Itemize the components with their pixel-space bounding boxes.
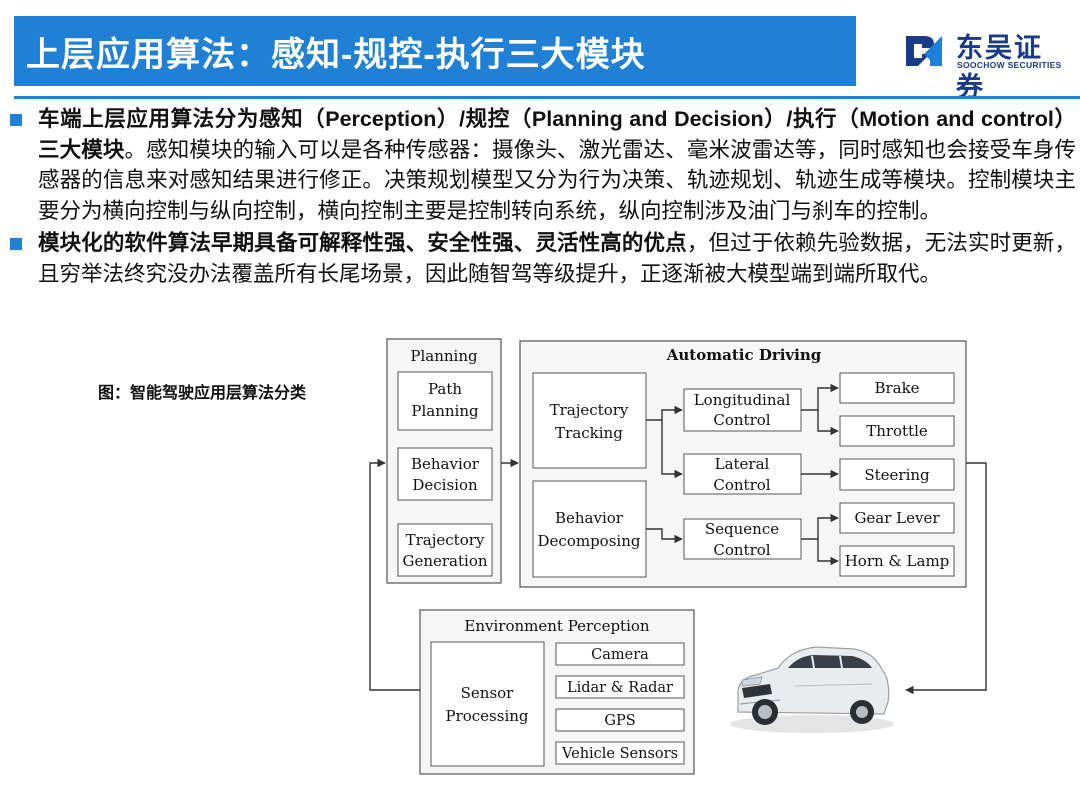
gps-box <box>555 708 685 732</box>
horn-lamp-label: Horn & Lamp <box>845 552 950 570</box>
gps-label: GPS <box>604 713 635 729</box>
trajectory-generation-box <box>397 523 493 577</box>
brand-name-en: SOOCHOW SECURITIES <box>957 60 1062 70</box>
sequence-control-box <box>683 518 802 560</box>
path-planning-label: Planning <box>411 402 479 420</box>
trajectory-generation-label: Trajectory <box>406 531 485 549</box>
brake-label: Brake <box>874 379 919 397</box>
vehicle-sensors-box <box>555 741 685 765</box>
environment-perception-panel <box>419 609 695 775</box>
suv-car-icon <box>730 646 894 733</box>
planning-panel <box>386 338 502 584</box>
camera-label: Camera <box>591 647 649 663</box>
trajectory-generation-label: Generation <box>402 552 487 570</box>
automatic-driving-title: Automatic Driving <box>666 346 822 364</box>
longitudinal-control-label: Longitudinal <box>694 391 791 409</box>
bullet-bold-text: 模块化的软件算法早期具备可解释性强、安全性强、灵活性高的优点 <box>38 231 687 255</box>
bullet-list: 车端上层应用算法分为感知（Perception）/规控（Planning and… <box>8 104 1076 289</box>
sensor-processing-box <box>430 641 545 767</box>
lateral-control-label: Lateral <box>715 455 770 473</box>
steering-box <box>839 458 955 491</box>
trajectory-tracking-label: Tracking <box>555 424 623 442</box>
page-title: 上层应用算法：感知-规控-执行三大模块 <box>26 35 646 74</box>
control-connectors <box>646 383 839 566</box>
bullet-bold-text: 车端上层应用算法分为感知（Perception）/规控（Planning and… <box>38 107 1076 162</box>
sensor-processing-label: Sensor <box>461 684 515 702</box>
lidar-radar-box <box>555 675 685 699</box>
environment-perception-title: Environment Perception <box>464 617 650 635</box>
behavior-decision-label: Decision <box>412 476 478 494</box>
bullet-marker-icon <box>10 238 22 250</box>
behavior-decomposing-box <box>532 480 647 578</box>
path-planning-box <box>397 371 493 431</box>
automatic-driving-panel <box>519 340 967 588</box>
brand-logo: 东吴证券 SOOCHOW SECURITIES <box>900 22 1070 102</box>
planning-title: Planning <box>410 347 478 365</box>
header-divider <box>14 96 1080 99</box>
gear-lever-box <box>839 502 955 534</box>
soochow-logo-icon <box>906 36 942 66</box>
bullet-body-text: ，但过于依赖先验数据，无法实时更新，且穷举法终究没办法覆盖所有长尾场景，因此随智… <box>38 231 1076 286</box>
behavior-decomposing-label: Behavior <box>555 509 624 527</box>
path-planning-label: Path <box>428 380 462 398</box>
figure-caption: 图：智能驾驶应用层算法分类 <box>98 385 307 402</box>
longitudinal-control-box <box>683 388 802 432</box>
sequence-control-label: Control <box>713 541 770 559</box>
brand-name-cn: 东吴证券 <box>956 33 1043 102</box>
horn-lamp-box <box>839 545 955 577</box>
lateral-control-label: Control <box>713 476 770 494</box>
throttle-box <box>839 415 955 447</box>
bullet-item: 模块化的软件算法早期具备可解释性强、安全性强、灵活性高的优点，但过于依赖先验数据… <box>8 228 1076 289</box>
header-bar: 上层应用算法：感知-规控-执行三大模块 <box>14 16 856 86</box>
bullet-body-text: 。感知模块的输入可以是各种传感器：摄像头、激光雷达、毫米波雷达等，同时感知也会接… <box>38 137 1076 223</box>
steering-label: Steering <box>864 466 930 484</box>
behavior-decision-box <box>397 447 493 501</box>
camera-box <box>555 642 685 666</box>
lidar-radar-label: Lidar & Radar <box>567 680 673 696</box>
behavior-decision-label: Behavior <box>411 455 480 473</box>
sensor-processing-label: Processing <box>445 707 528 725</box>
trajectory-tracking-box <box>532 372 647 469</box>
behavior-decomposing-label: Decomposing <box>538 532 641 550</box>
sequence-control-label: Sequence <box>705 520 779 538</box>
lateral-control-box <box>683 453 802 495</box>
vehicle-sensors-label: Vehicle Sensors <box>561 746 678 762</box>
bullet-item: 车端上层应用算法分为感知（Perception）/规控（Planning and… <box>8 104 1076 226</box>
longitudinal-control-label: Control <box>713 411 770 429</box>
gear-lever-label: Gear Lever <box>854 509 940 527</box>
brake-box <box>839 372 955 404</box>
flow-arrows <box>369 458 987 695</box>
throttle-label: Throttle <box>866 422 928 440</box>
bullet-marker-icon <box>10 114 22 126</box>
trajectory-tracking-label: Trajectory <box>550 401 629 419</box>
